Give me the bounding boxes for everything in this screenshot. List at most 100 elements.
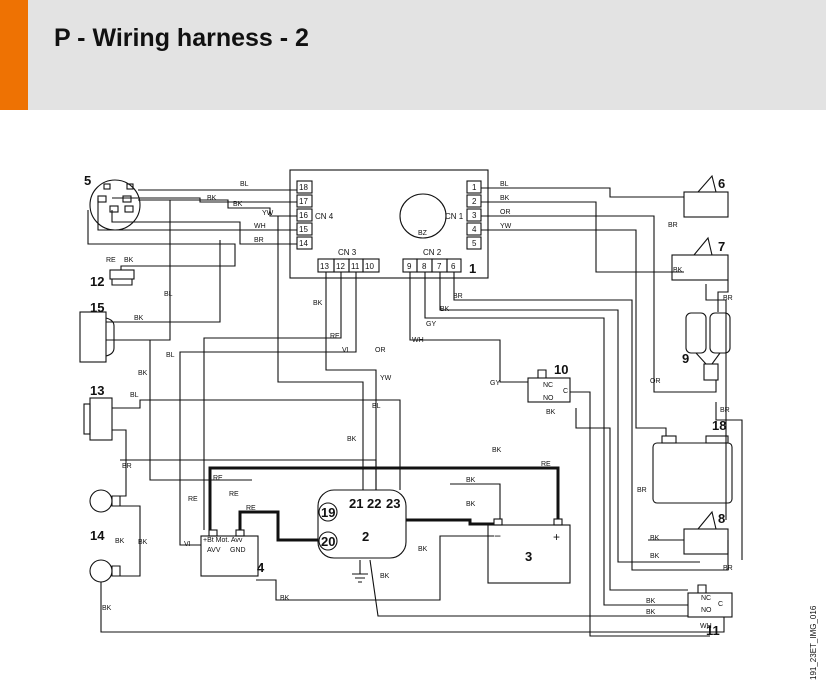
cn3-pin: 13 <box>320 262 329 271</box>
cn3-pin: 10 <box>365 262 374 271</box>
cn1-pin: 5 <box>472 239 477 248</box>
wire-label: BL <box>500 181 509 188</box>
label-component-1: 1 <box>469 261 476 276</box>
wire-label: BR <box>453 293 463 300</box>
cn4-pin: 14 <box>299 239 308 248</box>
wire-label: BL <box>164 291 173 298</box>
wire-label: BL <box>372 403 381 410</box>
cn4-pin: 15 <box>299 225 308 234</box>
sw11-nc: NC <box>701 595 711 602</box>
sw11-c: C <box>718 601 723 608</box>
cn3-pin: 11 <box>351 262 360 271</box>
wire-label: RE <box>541 461 551 468</box>
cn1-pin: 4 <box>472 225 477 234</box>
wire-label: BK <box>546 409 556 416</box>
wire-label: BK <box>500 195 510 202</box>
wire-label: BK <box>646 598 656 605</box>
cn2-label: CN 2 <box>423 248 442 257</box>
label-component-20: 20 <box>321 534 335 549</box>
label-component-18: 18 <box>712 418 726 433</box>
wire-label: OR <box>375 347 386 354</box>
wire-label: BK <box>207 195 217 202</box>
wire-label: GY <box>426 321 436 328</box>
sw11-no: NO <box>701 607 712 614</box>
wire-label: BK <box>102 605 112 612</box>
wire-label: BR <box>720 407 730 414</box>
wire-label: OR <box>500 209 511 216</box>
page-header <box>0 0 826 110</box>
wire-label: BK <box>124 257 134 264</box>
label-component-12: 12 <box>90 274 104 289</box>
wire-label: RE <box>106 257 116 264</box>
wire-label: BL <box>166 352 175 359</box>
wire-label: OR <box>650 378 661 385</box>
wire-label: VI <box>342 347 349 354</box>
wire-label: WH <box>412 337 424 344</box>
label-component-21: 21 <box>349 496 363 511</box>
cn2-pin: 6 <box>451 262 456 271</box>
cn3-pin: 12 <box>336 262 345 271</box>
wire-label: BL <box>130 392 139 399</box>
label-component-22: 22 <box>367 496 381 511</box>
wire-label: BK <box>115 538 125 545</box>
cn1-pin: 3 <box>472 211 477 220</box>
wire-label: BR <box>637 487 647 494</box>
sw10-no: NO <box>543 395 554 402</box>
accent-bar <box>0 0 28 110</box>
wire-label: RE <box>229 491 239 498</box>
cn1-pin: 1 <box>472 183 477 192</box>
wire-label: YW <box>500 223 512 230</box>
wire-label: BK <box>138 539 148 546</box>
wire-label: YW <box>380 375 392 382</box>
label-component-2: 2 <box>362 529 369 544</box>
battery-plus: + <box>553 530 560 544</box>
cn2-pin: 8 <box>422 262 427 271</box>
label-component-4: 4 <box>257 560 265 575</box>
wire-label: BK <box>646 609 656 616</box>
cn2-pin: 9 <box>407 262 412 271</box>
label-component-3: 3 <box>525 549 532 564</box>
cn1-label: CN 1 <box>445 212 464 221</box>
label-component-19: 19 <box>321 505 335 520</box>
label-component-6: 6 <box>718 176 725 191</box>
wire-label: BK <box>380 573 390 580</box>
wire-label: GY <box>490 380 500 387</box>
cn3-label: CN 3 <box>338 248 357 257</box>
relay-gnd: GND <box>230 547 246 554</box>
wire-label: BK <box>134 315 144 322</box>
battery-minus: − <box>494 529 501 543</box>
label-component-11: 11 <box>706 623 720 638</box>
wire-label: BR <box>668 222 678 229</box>
cn4-pin: 17 <box>299 197 308 206</box>
wire-label: BK <box>280 595 290 602</box>
buzzer <box>399 193 447 239</box>
wire-label: WH <box>700 623 712 630</box>
cn2-pin: 7 <box>437 262 442 271</box>
sw10-c: C <box>563 388 568 395</box>
control-unit-box <box>289 169 489 279</box>
wire-label: RE <box>330 333 340 340</box>
figure-code: 191_23ET_IMG_016 <box>809 605 818 680</box>
wire-label: BK <box>650 535 660 542</box>
label-component-23: 23 <box>386 496 400 511</box>
relay-bt-mot: +Bt Mot. Avv <box>203 537 243 544</box>
label-component-15: 15 <box>90 300 104 315</box>
buzzer-label: BZ <box>418 230 428 237</box>
wire-label: BK <box>492 447 502 454</box>
cn4-pin: 18 <box>299 183 308 192</box>
wire-label: BR <box>122 463 132 470</box>
label-component-14: 14 <box>90 528 105 543</box>
wire-label: BK <box>233 201 243 208</box>
wire-label: BK <box>138 370 148 377</box>
label-component-5: 5 <box>84 173 91 188</box>
relay-avv: AVV <box>207 547 221 554</box>
label-component-9: 9 <box>682 351 689 366</box>
cn4-label: CN 4 <box>315 212 334 221</box>
wire-label: BK <box>440 306 450 313</box>
wire-label: RE <box>188 496 198 503</box>
label-component-7: 7 <box>718 239 725 254</box>
wire-label: VI <box>184 541 191 548</box>
label-component-10: 10 <box>554 362 568 377</box>
wire-label: BK <box>418 546 428 553</box>
